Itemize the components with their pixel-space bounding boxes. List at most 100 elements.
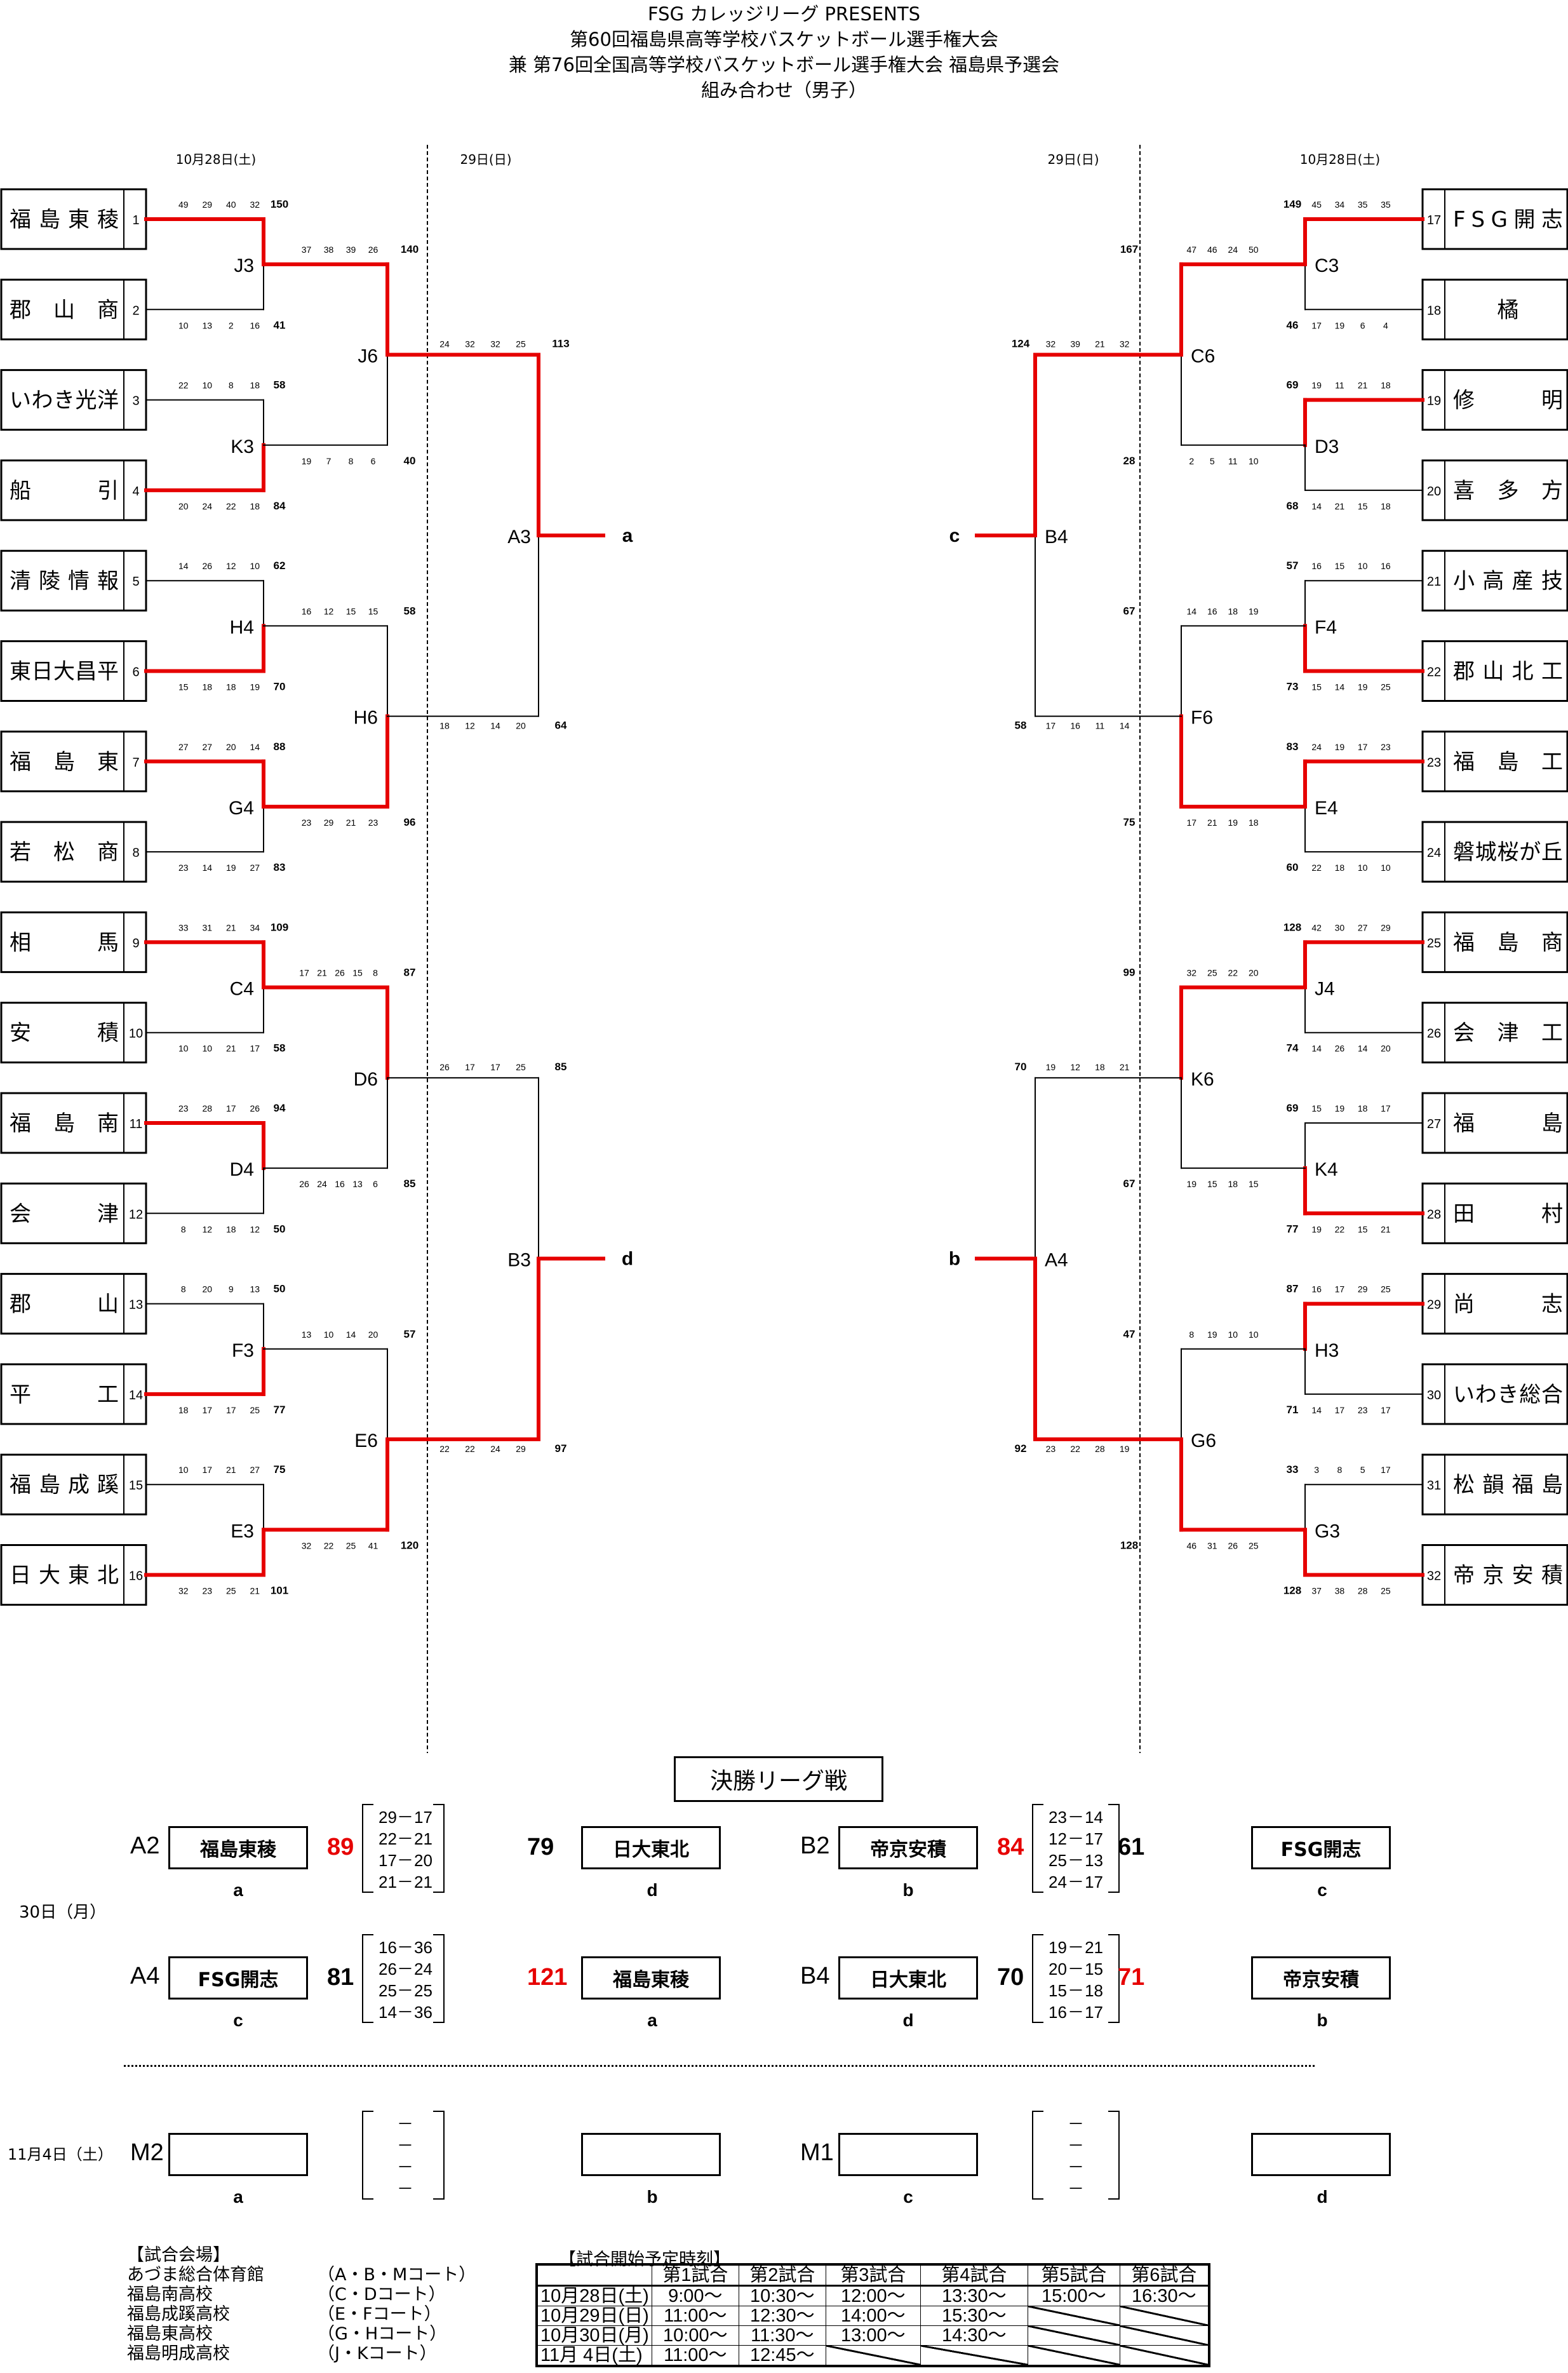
quarter-left: 20 — [1049, 1960, 1067, 1979]
schedule-time-cell — [920, 2345, 1028, 2367]
game-label: F3 — [232, 1340, 254, 1361]
quarter-left — [1049, 2113, 1066, 2135]
team-seed: 22 — [1427, 666, 1441, 680]
quarter-score: 13 — [250, 1284, 260, 1294]
quarter-score: 23 — [368, 817, 379, 828]
total-score: 60 — [1287, 861, 1299, 873]
day-label-right-r1: 10月28日(土) — [1300, 152, 1381, 167]
tournament-subtitle: 兼 第76回全国高等学校バスケットボール選手権大会 福島県予選会 — [508, 54, 1060, 76]
quarter-score: 2 — [229, 320, 234, 330]
team-seed: 19 — [1427, 394, 1441, 408]
schedule-time-cell: 10:30～ — [738, 2285, 826, 2306]
quarter-score: 45 — [1311, 199, 1322, 210]
quarter-score: 22 — [1311, 863, 1322, 873]
quarter-score: 9 — [229, 1284, 234, 1294]
quarter-score: 27 — [250, 863, 260, 873]
quarter-score: 16 — [1311, 561, 1322, 571]
quarter-left: 23 — [1049, 1808, 1067, 1827]
bracket-left — [1032, 1934, 1043, 2023]
quarter-score: 29 — [202, 199, 212, 210]
quarter-row: 25－25 — [372, 1980, 434, 2001]
quarter-left: 25 — [1049, 1851, 1067, 1870]
team-seed: 2 — [132, 304, 139, 318]
team-box — [1421, 1002, 1568, 1064]
quarter-score: 22 — [439, 1444, 450, 1454]
quarter-right: 17 — [1085, 1872, 1103, 1892]
quarter-score: 8 — [181, 1224, 186, 1234]
team-name: 磐城桜が丘 — [1453, 840, 1563, 865]
quarter-score: 15 — [1358, 1224, 1368, 1234]
quarter-score: 17 — [1186, 817, 1196, 828]
quarter-dash: － — [1067, 1938, 1084, 1957]
quarter-score: 14 — [346, 1329, 356, 1340]
schedule-time-cell — [825, 2345, 921, 2367]
quarter-score: 21 — [346, 817, 356, 828]
final-score-left: 70 — [997, 1964, 1024, 1991]
game-label: C3 — [1315, 255, 1339, 276]
schedule-header-cell — [536, 2264, 652, 2287]
quarter-dash: － — [1067, 1808, 1084, 1827]
bracket-left — [362, 1934, 373, 2023]
quarter-score: 10 — [178, 1044, 189, 1054]
final-score-left: 81 — [327, 1964, 354, 1991]
team-seed: 3 — [132, 394, 139, 408]
quarter-score: 24 — [1311, 742, 1322, 752]
final-score-right: 79 — [527, 1834, 554, 1860]
quarter-score: 18 — [178, 1405, 189, 1415]
venue-name: 福島南高校 — [127, 2285, 213, 2304]
quarter-score: 10 — [178, 320, 189, 330]
quarter-row: 19－21 — [1042, 1937, 1109, 1958]
team-seed: 6 — [132, 666, 139, 680]
final-slot-left: c — [903, 2187, 913, 2207]
quarter-right — [1085, 2178, 1103, 2200]
quarter-left: 12 — [1049, 1829, 1067, 1848]
game-label: C6 — [1191, 346, 1215, 366]
quarter-right — [414, 2113, 432, 2135]
quarter-score: 16 — [1070, 721, 1080, 731]
quarter-score: 46 — [1186, 1540, 1196, 1550]
quarter-row: 26－24 — [372, 1958, 434, 1980]
quarter-score: 19 — [1186, 1179, 1196, 1189]
game-label: A3 — [507, 527, 531, 548]
quarter-score: 11 — [1335, 380, 1344, 391]
schedule-header-cell: 第6試合 — [1119, 2264, 1210, 2287]
final-game-label: B2 — [800, 1832, 830, 1859]
quarter-row: － — [372, 2113, 434, 2135]
total-score: 41 — [274, 319, 286, 331]
quarter-score: 14 — [1335, 682, 1345, 692]
team-seed: 27 — [1427, 1117, 1441, 1131]
quarter-right — [1085, 2156, 1103, 2178]
total-score: 128 — [1120, 1539, 1138, 1551]
day-label-left-r2: 29日(日) — [460, 152, 511, 167]
quarter-score: 19 — [1046, 1062, 1056, 1072]
total-score: 97 — [555, 1442, 567, 1455]
schedule-time-cell: 13:30～ — [920, 2285, 1028, 2306]
venue-name: 福島成蹊高校 — [127, 2304, 230, 2324]
quarter-score: 12 — [226, 561, 236, 571]
total-score: 68 — [1287, 500, 1299, 512]
quarter-row: 12－17 — [1042, 1828, 1109, 1850]
team-seed: 7 — [132, 756, 139, 770]
schedule-time-cell: 14:30～ — [920, 2325, 1028, 2346]
quarter-row: 24－17 — [1042, 1871, 1109, 1893]
total-score: 113 — [552, 337, 569, 349]
quarter-score: 23 — [1046, 1444, 1056, 1454]
total-score: 85 — [555, 1061, 567, 1073]
quarter-score: 6 — [373, 1179, 378, 1189]
quarter-score: 15 — [178, 682, 189, 692]
final-slot-letter: c — [949, 525, 960, 546]
quarter-score: 26 — [335, 968, 345, 978]
quarter-score: 28 — [1095, 1444, 1105, 1454]
quarter-score: 14 — [250, 742, 260, 752]
quarter-score: 10 — [1249, 456, 1259, 466]
quarter-score: 14 — [1311, 1405, 1322, 1415]
venue-courts: （A・B・Mコート） — [318, 2265, 476, 2285]
game-label: C4 — [230, 979, 254, 1000]
quarter-right: 20 — [414, 1851, 432, 1870]
final-team-left — [168, 2133, 308, 2176]
quarter-score: 17 — [250, 1044, 260, 1054]
team-seed: 24 — [1427, 846, 1441, 860]
quarter-score: 10 — [1249, 1329, 1259, 1340]
quarter-row: － — [372, 2178, 434, 2200]
